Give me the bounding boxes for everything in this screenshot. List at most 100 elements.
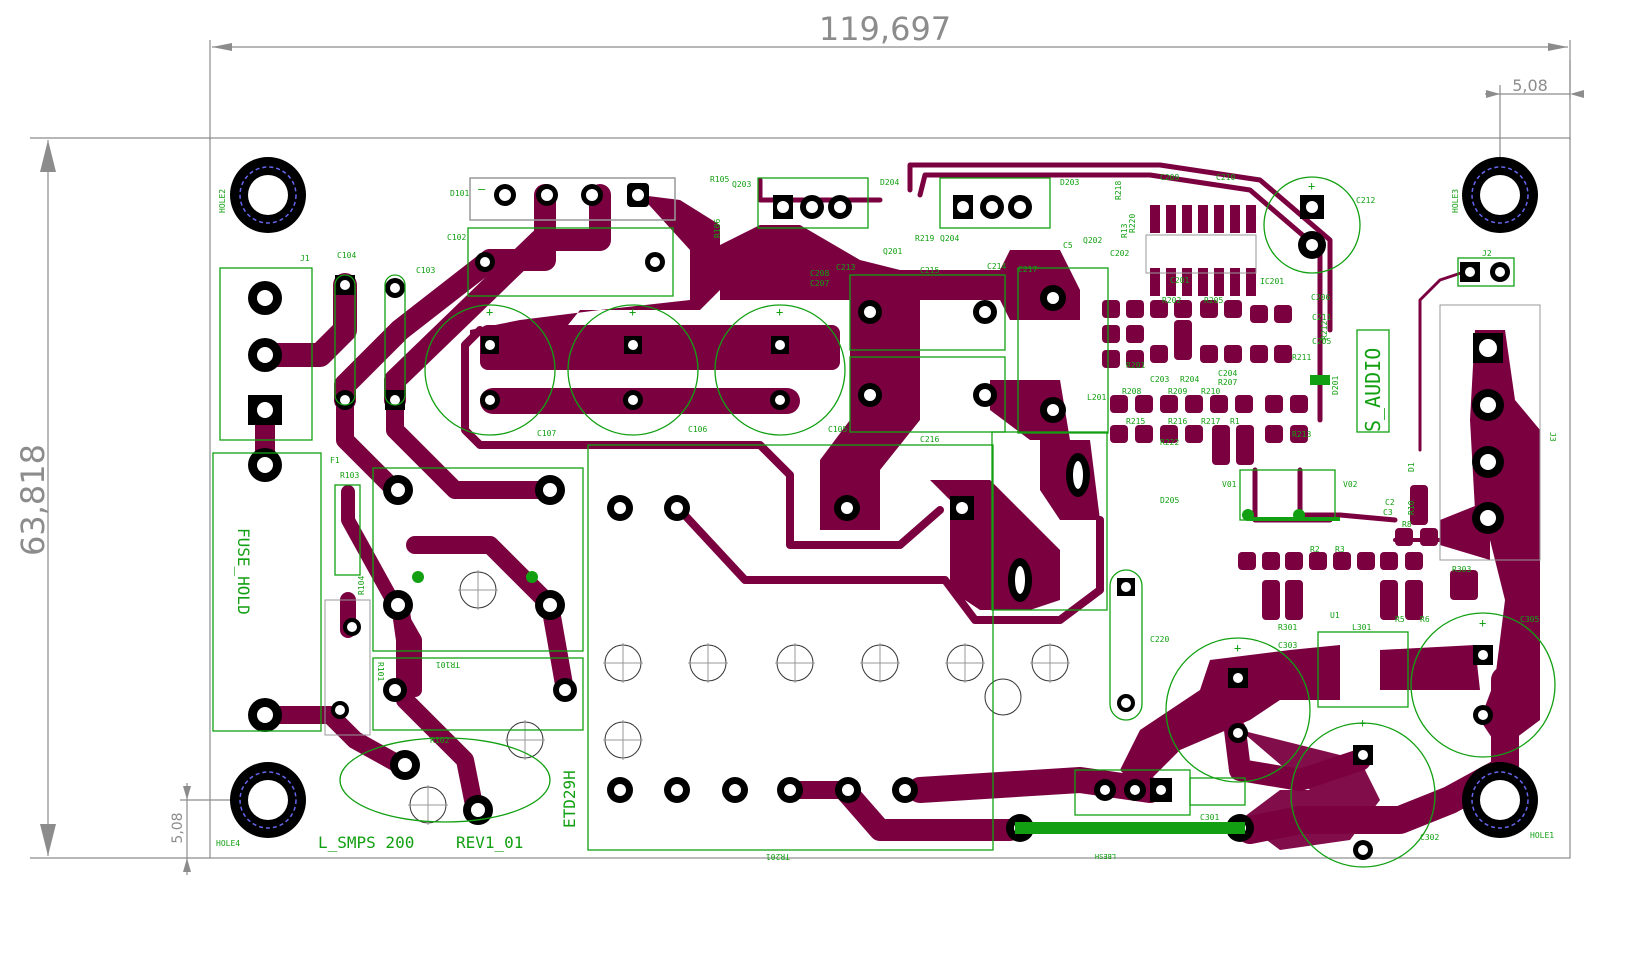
designator: C212 (1356, 196, 1375, 205)
designator: J2 (1482, 249, 1492, 258)
designator: C303 (1278, 641, 1297, 650)
designator: C216 (920, 435, 939, 444)
designator: R209 (1168, 387, 1187, 396)
svg-text:+: + (1234, 641, 1241, 655)
mounting-hole-3 (1462, 157, 1538, 233)
designator: D203 (1060, 178, 1079, 187)
designator: J1 (300, 254, 310, 263)
hole-label: HOLE3 (1451, 189, 1460, 213)
designator: R13 (1120, 223, 1129, 238)
designator: IC201 (1260, 277, 1284, 286)
designator: D201 (1331, 376, 1340, 395)
designator: R218 (1114, 181, 1123, 200)
designator: C210 (1216, 173, 1235, 182)
designator: R103 (340, 471, 359, 480)
designator: D204 (880, 178, 899, 187)
designator: D1 (1407, 462, 1416, 472)
lbesh-bar (1015, 822, 1245, 834)
designator: C214 (987, 262, 1006, 271)
width-dimension-label: 119,697 (819, 10, 951, 48)
hole-offset-label-bottom: 5,08 (170, 812, 186, 843)
designator: C102 (447, 233, 466, 242)
designator: C107 (537, 429, 556, 438)
designator: R10 (1407, 500, 1416, 515)
designator: Q203 (732, 180, 751, 189)
transformer-label: ETD29H (560, 770, 579, 828)
polarity-dot (526, 571, 538, 583)
dimension-width: 119,697 (209, 10, 1571, 140)
designator: D101 (450, 189, 469, 198)
hole-label: HOLE2 (218, 189, 227, 213)
designator: R217 (1201, 417, 1220, 426)
designator: R216 (1168, 417, 1187, 426)
designator: C205 (1312, 337, 1331, 346)
designator: Q202 (1083, 236, 1102, 245)
designator: C104 (337, 251, 356, 260)
designator: J3 (1548, 432, 1557, 442)
designator: TR201 (766, 852, 790, 861)
designator: R212 (1320, 321, 1329, 340)
designator: C208 (810, 269, 829, 278)
designator: Q201 (883, 247, 902, 256)
designator: R220 (1128, 214, 1137, 233)
designator: C209 (1160, 173, 1179, 182)
designator: R210 (1201, 387, 1220, 396)
audio-label: S_AUDIO (1361, 348, 1385, 432)
designator: R104 (357, 576, 366, 595)
svg-text:+: + (629, 305, 636, 319)
designator: R303 (1452, 565, 1471, 574)
designator: R222 (1160, 438, 1179, 447)
designator: R105 (710, 175, 729, 184)
smd-pads (1102, 300, 1478, 620)
designator: C213 (836, 263, 855, 272)
designator: R213 (1292, 430, 1311, 439)
designator: C302 (1420, 833, 1439, 842)
polarity-marks: +++ ++++ – (478, 179, 1486, 730)
polarity-dot (412, 571, 424, 583)
designator: C301 (1200, 813, 1219, 822)
silkscreen-outlines (212, 176, 1556, 868)
designator: R202 (1162, 296, 1181, 305)
designator: C204 (1218, 369, 1237, 378)
designator: R8 (1402, 520, 1412, 529)
dimension-height: 63,818 (14, 137, 210, 859)
designator: C305 (1520, 615, 1539, 624)
hole-label: HOLE4 (216, 839, 240, 848)
svg-text:+: + (776, 305, 783, 319)
designator: C215 (920, 266, 939, 275)
designator: C206 (1311, 293, 1330, 302)
diode-band (1310, 375, 1330, 385)
designator: R102 (430, 736, 449, 745)
designator: LBESH (1095, 852, 1116, 860)
mounting-hole-4 (230, 762, 306, 838)
through-hole-pads (230, 157, 1538, 860)
fuse-holder-label: FUSE_HOLD (234, 528, 253, 615)
svg-text:+: + (1359, 716, 1366, 730)
hole-label: HOLE1 (1530, 831, 1554, 840)
designator: U1 (1330, 611, 1340, 620)
board-outline (209, 137, 1571, 859)
designator: R1 (1230, 417, 1240, 426)
designator: R208 (1122, 387, 1141, 396)
designator: R101 (376, 662, 385, 681)
designator: R301 (1278, 623, 1297, 632)
designator: R205 (1204, 296, 1223, 305)
designator: R207 (1218, 378, 1237, 387)
designator: R106 (713, 219, 722, 238)
designator: C211 (1312, 313, 1331, 322)
designator: R219 (915, 234, 934, 243)
designator: C2 (1385, 498, 1395, 507)
copper-layer (253, 162, 1540, 850)
designator: C207 (810, 279, 829, 288)
designator: C202 (1110, 249, 1129, 258)
designator: C203 (1150, 375, 1169, 384)
designator: R204 (1180, 375, 1199, 384)
designator: F1 (330, 456, 340, 465)
board-title: L_SMPS 200 (318, 833, 414, 852)
ic201-pads (1150, 205, 1256, 296)
dimension-hole-top-right: 5,08 (1485, 60, 1584, 180)
designator: L201 (1087, 393, 1106, 402)
designator: C220 (1150, 635, 1169, 644)
designator: C3 (1383, 508, 1393, 517)
